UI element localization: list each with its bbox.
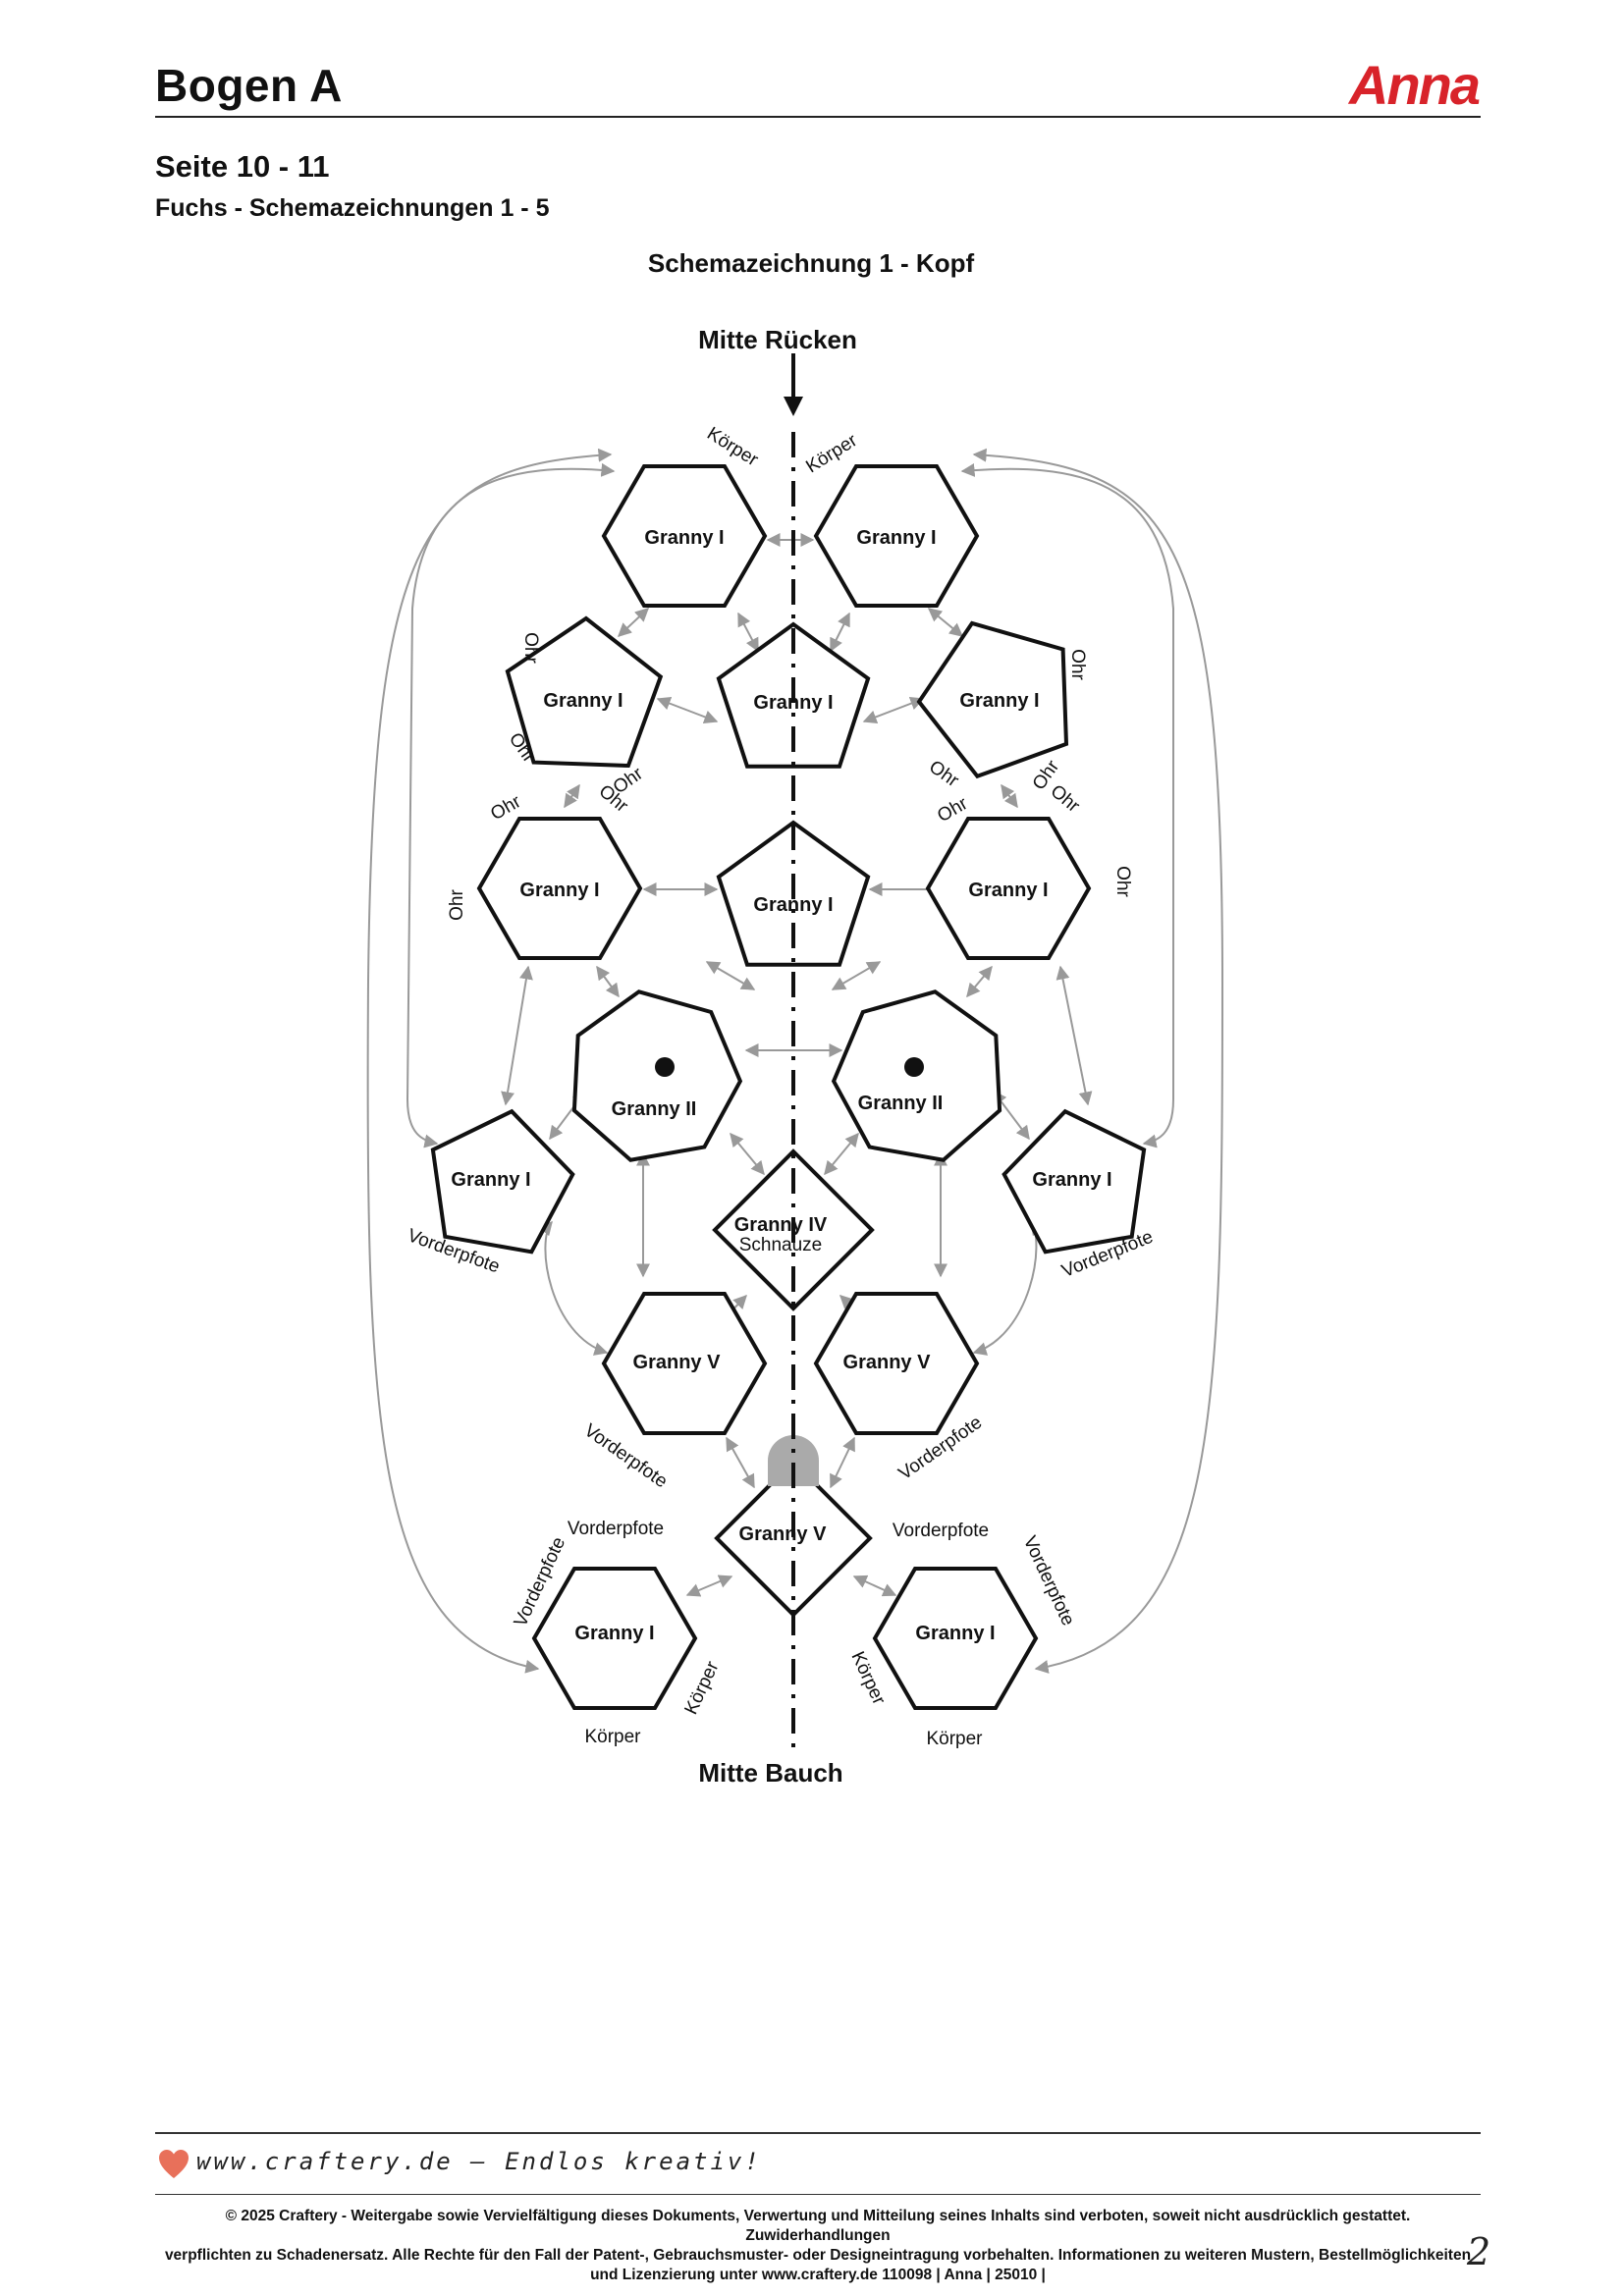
connector-arrow [852,1575,897,1597]
label-granny-i: Granny I [543,690,623,712]
eye-right [904,1057,924,1077]
connector-arrow [685,1575,733,1597]
granny-i-bottom-left [531,1567,698,1710]
outer-curve-right-2 [972,448,1224,1674]
connector-arrow [862,696,925,724]
granny-i-mid-left [476,817,643,960]
anna-logo: Anna [1347,55,1481,114]
label-koerper: Körper [680,1658,723,1718]
label-vorderpfote: Vorderpfote [1019,1533,1079,1629]
connector-arrow [501,965,533,1106]
granny-i-ear-right [916,620,1069,779]
connector-arrow [617,608,650,637]
legal-line-1: © 2025 Craftery - Weitergabe sowie Vervi… [225,2208,1411,2244]
granny-i-bottom-right [872,1567,1039,1710]
label-granny-i: Granny I [753,894,833,916]
label-granny-i: Granny I [451,1169,530,1191]
label-vorderpfote: Vorderpfote [893,1521,989,1541]
granny-i-ear-left [505,615,664,769]
paw-curve-right [972,1220,1045,1356]
label-granny-iv: Granny IV [734,1214,828,1236]
label-granny-i: Granny I [574,1623,654,1644]
connector-arrow [656,696,719,724]
section-subtitle: Fuchs - Schemazeichnungen 1 - 5 [155,194,550,222]
label-granny-v: Granny V [633,1352,722,1373]
label-koerper: Körper [846,1648,889,1708]
label-granny-i: Granny I [1032,1169,1111,1191]
label-granny-i: Granny I [519,880,599,901]
label-granny-ii: Granny II [858,1093,944,1114]
diagram-caption: Schemazeichnung 1 - Kopf [647,248,975,278]
granny-i-top-right [813,464,980,608]
footer-legal: © 2025 Craftery - Weitergabe sowie Vervi… [155,2207,1481,2285]
label-koerper: Körper [703,423,762,470]
legal-line-2: verpflichten zu Schadenersatz. Alle Rech… [164,2247,1472,2264]
label-koerper: Körper [926,1729,983,1749]
granny-ii-left [571,989,743,1162]
paw-curve-left [538,1220,609,1356]
label-granny-ii: Granny II [612,1098,697,1120]
granny-i-mid-right [925,817,1092,960]
page-title: Bogen A [155,60,343,111]
header-rule [155,116,1481,118]
outer-curve-left-2 [366,448,613,1674]
granny-i-paw-right [1001,1108,1147,1255]
granny-v-right [813,1292,980,1435]
label-granny-v: Granny V [739,1523,828,1545]
label-granny-i: Granny I [644,527,724,549]
connector-arrow [726,1436,755,1489]
label-ohr: Ohr [1047,781,1084,818]
connector-arrow [830,612,850,653]
top-label: Mitte Rücken [698,325,857,354]
footer-tagline: www.craftery.de – Endlos kreativ! [196,2148,762,2175]
connector-arrow [705,961,756,990]
page-number: 2 [1467,2230,1491,2273]
eye-left [655,1057,675,1077]
connector-arrow [831,961,882,990]
label-ohr: Ohr [925,757,963,792]
footer-rule-bottom [155,2194,1481,2195]
connector-arrow [824,1132,859,1176]
connector-arrow [564,783,580,809]
legal-line-3: und Lizenzierung unter www.craftery.de 1… [590,2267,1046,2283]
label-ohr: Ohr [1067,649,1088,680]
label-ohr: Ohr [447,888,467,920]
label-granny-v: Granny V [843,1352,932,1373]
label-koerper: Körper [584,1727,641,1747]
label-granny-i: Granny I [968,880,1048,901]
section-pages: Seite 10 - 11 [155,149,330,184]
granny-i-paw-left [430,1108,575,1255]
heart-icon [159,2150,189,2178]
connector-arrow [730,1132,765,1176]
label-granny-i: Granny I [915,1623,995,1644]
label-granny-i: Granny I [753,692,833,714]
connector-arrow [596,965,620,998]
label-ohr: Ohr [520,632,541,664]
connector-arrow [830,1436,855,1489]
granny-i-top-left [601,464,768,608]
label-vorderpfote: Vorderpfote [568,1519,664,1539]
connector-arrow [1056,965,1093,1106]
connector-arrow [927,608,964,637]
label-schnauze: Schnauze [739,1235,823,1255]
label-granny-i: Granny I [959,690,1039,712]
connector-arrow [1001,783,1018,809]
connector-arrow [966,965,993,998]
connector-arrow [737,612,759,653]
label-granny-i: Granny I [856,527,936,549]
svg-text:Anna: Anna [1347,55,1480,114]
granny-v-left [601,1292,768,1435]
footer-rule-top [155,2132,1481,2134]
bottom-label: Mitte Bauch [698,1758,842,1788]
label-ohr: Ohr [1112,866,1133,897]
